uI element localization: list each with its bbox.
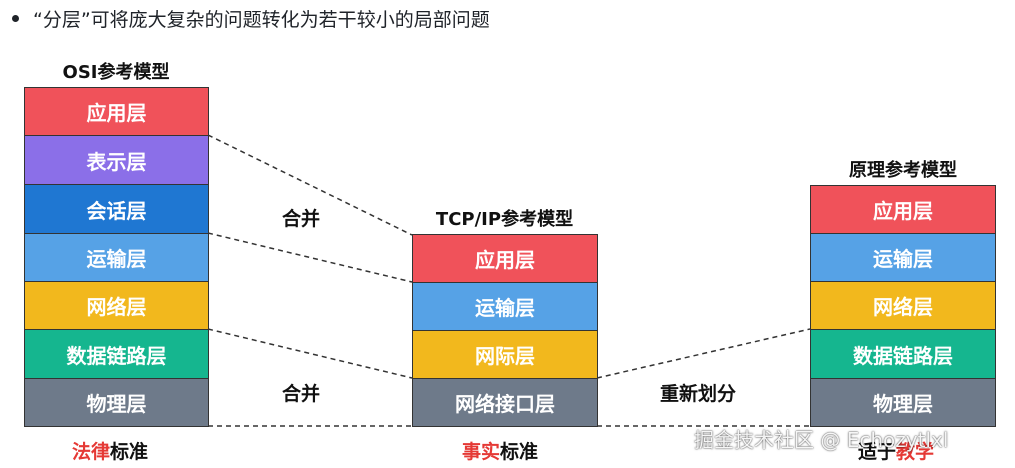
merge-label-top: 合并: [282, 208, 321, 230]
intro-text: “分层”可将庞大复杂的问题转化为若干较小的局部问题: [33, 8, 490, 31]
osi-footer: 法律标准: [72, 437, 148, 464]
principle-layer-transport: 运输层: [810, 233, 996, 282]
osi-app-to-tcp-app-line: [207, 134, 413, 236]
tcpip-layer-application: 应用层: [412, 234, 598, 283]
osi-layer-physical: 物理层: [24, 378, 209, 427]
principle-footer: 适于教学: [858, 437, 934, 464]
osi-footer-rest: 标准: [110, 441, 149, 463]
tcpip-footer: 事实标准: [462, 437, 538, 464]
osi-layer-application: 应用层: [24, 87, 209, 136]
bullet-dot-icon: [12, 14, 19, 22]
osi-network-to-tcp-network-line: [207, 328, 413, 379]
tcp-link-to-principle-datalink-line: [596, 328, 811, 379]
osi-session-to-tcp-app-line: [207, 232, 413, 283]
osi-layer-datalink: 数据链路层: [24, 329, 209, 379]
tcpip-model-title: TCP/IP参考模型: [435, 209, 574, 230]
osi-footer-emphasis: 法律: [72, 441, 111, 463]
intro-bullet: “分层”可将庞大复杂的问题转化为若干较小的局部问题: [12, 4, 490, 32]
principle-layer-datalink: 数据链路层: [810, 329, 996, 379]
tcpip-layer-transport: 运输层: [412, 282, 598, 331]
osi-layer-transport: 运输层: [24, 233, 209, 282]
tcpip-layer-network-interface: 网络接口层: [412, 378, 598, 427]
tcpip-layer-internet: 网际层: [412, 330, 598, 379]
principle-layer-physical: 物理层: [810, 378, 996, 427]
osi-layer-network: 网络层: [24, 281, 209, 330]
tcpip-footer-emphasis: 事实: [462, 441, 501, 463]
osi-model-title: OSI参考模型: [62, 62, 170, 83]
principle-layer-application: 应用层: [810, 185, 996, 234]
principle-layer-network: 网络层: [810, 281, 996, 330]
principle-model-title: 原理参考模型: [849, 160, 957, 181]
redivide-label: 重新划分: [660, 383, 737, 405]
merge-label-bottom: 合并: [282, 383, 321, 405]
tcpip-footer-rest: 标准: [500, 441, 539, 463]
principle-footer-emphasis: 教学: [896, 441, 935, 463]
principle-footer-rest: 适于: [858, 441, 897, 463]
watermark-text: 掘金技术社区 @ Echozytlxl: [694, 428, 949, 452]
osi-layer-session: 会话层: [24, 184, 209, 234]
osi-layer-presentation: 表示层: [24, 135, 209, 185]
